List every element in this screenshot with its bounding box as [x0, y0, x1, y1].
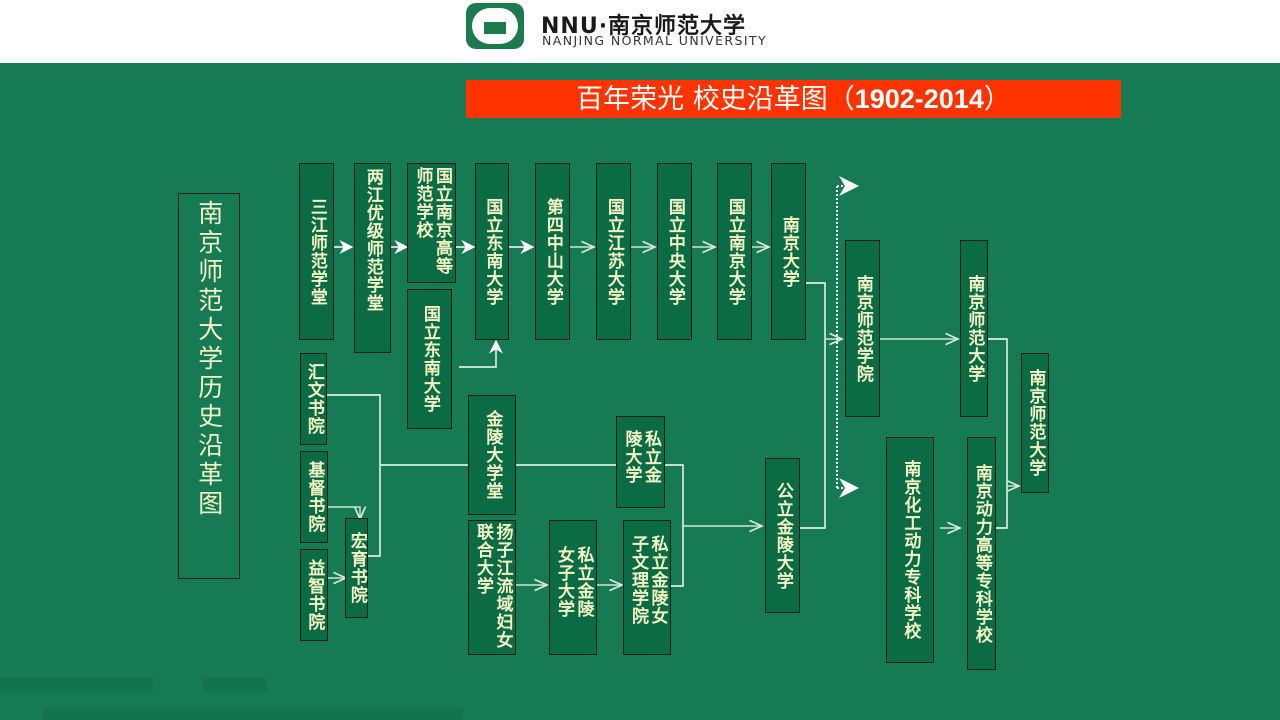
node-gongli-jinling: 公立金陵大学: [765, 458, 800, 613]
logo-subtitle: NANJING NORMAL UNIVERSITY: [542, 33, 767, 48]
main-label: 南京师范大学历史沿革图: [178, 193, 240, 579]
title-text: 百年荣光 校史沿革图（: [576, 84, 855, 115]
node-sili-jinling: 私立金陵大学: [616, 416, 665, 508]
node-yangzi-funv: 扬子江流域妇女联合大学: [468, 520, 516, 655]
node-guoli-jiangsu: 国立江苏大学: [596, 163, 631, 340]
node-label: 国立东南大学: [419, 305, 440, 413]
node-guoli-zhongyang: 国立中央大学: [657, 163, 692, 340]
node-nanjing-shifan-xueyuan: 南京师范学院: [845, 240, 880, 417]
node-dongli-gaodeng: 南京动力高等专科学校: [967, 437, 996, 670]
university-seal-icon: [466, 3, 524, 49]
node-label: 公立金陵大学: [772, 481, 793, 590]
node-guoli-dongnan-side: 国立东南大学: [407, 289, 452, 429]
node-yizhi: 益智书院: [300, 549, 328, 641]
decor-band: [203, 678, 267, 692]
node-nanjing-shifan-daxue-final: 南京师范大学: [1021, 353, 1049, 493]
title-years: 1902-2014: [854, 84, 984, 114]
node-label: 基督书院: [304, 461, 325, 533]
node-guoli-nanjing-gaodeng: 国立南京高等师范学校: [407, 163, 456, 283]
decor-band: [0, 678, 153, 692]
logo-abbr: NNU: [541, 14, 599, 39]
node-liangjiang: 两江优级师范学堂: [354, 163, 391, 353]
header: NNU·南京师范大学 NANJING NORMAL UNIVERSITY: [0, 0, 1280, 63]
node-label: 南京化工动力专科学校: [900, 460, 921, 640]
node-huiwen: 汇文书院: [300, 353, 327, 445]
node-huagong-dongli: 南京化工动力专科学校: [886, 437, 934, 663]
node-label: 国立东南大学: [482, 197, 503, 306]
node-label: 汇文书院: [303, 363, 324, 435]
node-label: 国立南京大学: [724, 197, 745, 306]
node-sili-jinling-nvzi: 私立金陵女子大学: [549, 520, 597, 655]
node-label: 国立中央大学: [664, 197, 685, 306]
node-label: 私立金陵女子大学: [554, 545, 594, 618]
node-label: 宏育书院: [346, 532, 367, 604]
node-label: 两江优级师范学堂: [362, 168, 383, 312]
logo-cn: ·南京师范大学: [598, 14, 747, 39]
node-label: 南京大学: [778, 215, 799, 288]
node-label: 第四中山大学: [542, 197, 563, 306]
node-label: 国立南京高等师范学校: [412, 167, 453, 275]
node-label: 扬子江流域妇女联合大学: [473, 523, 513, 649]
node-jinling-xuetang: 金陵大学堂: [468, 395, 516, 515]
title-close: ）: [983, 84, 1011, 115]
node-label: 南京师范大学: [1025, 369, 1046, 477]
node-label: 国立江苏大学: [603, 197, 624, 306]
node-label: 金陵大学堂: [482, 410, 503, 500]
page-title: 百年荣光 校史沿革图（1902-2014）: [466, 80, 1121, 118]
node-guoli-nanjing: 国立南京大学: [717, 163, 752, 340]
node-label: 益智书院: [304, 559, 325, 631]
node-label: 南京师范学院: [852, 274, 873, 383]
node-nanjing-daxue: 南京大学: [771, 163, 806, 340]
node-label: 南京师范大学: [964, 274, 985, 383]
main-label-text: 南京师范大学历史沿革图: [194, 200, 224, 519]
node-label: 南京动力高等专科学校: [971, 463, 992, 644]
node-label: 私立金陵女子文理学院: [628, 534, 668, 625]
node-hongyu: 宏育书院: [345, 518, 368, 618]
decor-band: [43, 708, 463, 720]
node-jidu: 基督书院: [300, 451, 328, 543]
logo-title: NNU·南京师范大学: [541, 8, 746, 40]
node-sanjiang: 三江师范学堂: [299, 163, 334, 340]
node-nanjing-shifan-daxue-mid: 南京师范大学: [960, 240, 988, 417]
node-guoli-dongnan-top: 国立东南大学: [475, 163, 509, 340]
node-disi-zhongshan: 第四中山大学: [535, 163, 570, 340]
node-label: 私立金陵大学: [621, 430, 662, 484]
node-sili-jinling-wenli: 私立金陵女子文理学院: [623, 520, 671, 655]
node-label: 三江师范学堂: [306, 197, 327, 306]
